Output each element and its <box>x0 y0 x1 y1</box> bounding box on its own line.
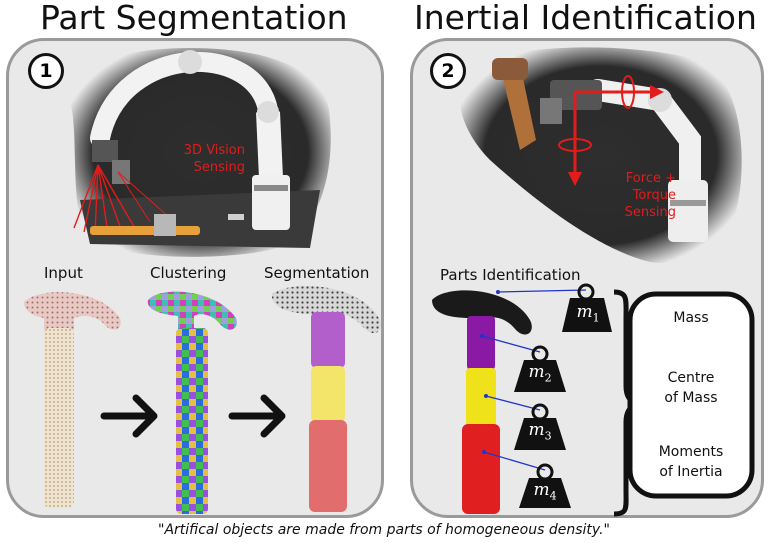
clustering-point-cloud <box>147 291 237 514</box>
property-mass: Mass <box>673 310 709 326</box>
panel-number-1: 1 <box>28 53 64 89</box>
mass-1-base: m <box>576 302 593 322</box>
property-centre-of-mass: Centre of Mass <box>664 370 718 406</box>
mass-2-sub: 2 <box>544 371 552 385</box>
parts-identification-label: Parts Identification <box>440 266 581 284</box>
weight-m1-icon <box>562 283 612 332</box>
mass-4-base: m <box>533 480 550 500</box>
properties-box <box>627 291 755 499</box>
vision-sensing-line1: 3D Vision <box>183 143 245 158</box>
right-title: Inertial Identification <box>414 0 757 37</box>
mass-4-sub: 4 <box>549 489 557 503</box>
mass-3-sub: 3 <box>544 429 552 443</box>
clustering-label: Clustering <box>150 264 227 282</box>
force-sensing-line3: Sensing <box>624 205 676 220</box>
mass-label-2: m2 <box>518 362 562 384</box>
robot-force-photo <box>459 47 742 264</box>
force-sensing-line1: Force + <box>625 171 676 186</box>
force-sensing-line2: Torque <box>632 188 676 203</box>
force-torque-arrows <box>558 75 664 186</box>
vision-sensing-line2: Sensing <box>193 160 245 175</box>
weight-m4-icon <box>519 463 571 508</box>
mass-3-base: m <box>528 420 545 440</box>
mass-label-1: m1 <box>566 302 610 324</box>
robot-vision-photo <box>70 48 331 257</box>
parts-hammer <box>432 290 532 514</box>
mass-label-3: m3 <box>518 420 562 442</box>
figure-caption: "Artifical objects are made from parts o… <box>158 522 610 538</box>
panel-number-2: 2 <box>430 53 466 89</box>
mass-1-sub: 1 <box>592 311 600 325</box>
weight-m3-icon <box>514 403 566 450</box>
weight-m2-icon <box>514 345 566 392</box>
left-title: Part Segmentation <box>40 0 348 37</box>
vision-sensing-label: 3D Vision Sensing <box>165 142 245 176</box>
property-moments-of-inertia: Moments of Inertia <box>658 444 724 480</box>
mass-links <box>481 289 587 471</box>
input-label: Input <box>44 264 83 282</box>
force-sensing-label: Force + Torque Sensing <box>600 170 676 221</box>
mass-2-base: m <box>528 362 545 382</box>
process-arrows <box>100 394 286 438</box>
segmentation-label: Segmentation <box>264 264 370 282</box>
segmentation-point-cloud <box>271 286 381 512</box>
mass-label-4: m4 <box>523 480 567 502</box>
input-point-cloud <box>24 292 121 508</box>
